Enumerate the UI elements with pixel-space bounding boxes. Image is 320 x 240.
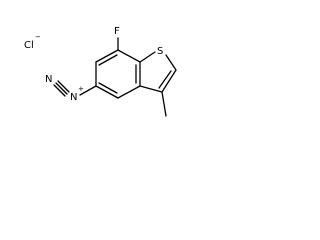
bond-c6-c7-inner (98, 54, 118, 66)
bond-c3-methyl (161, 91, 167, 117)
bond-c2-c3 (161, 69, 177, 93)
diazonium-n-terminal-label: N (45, 74, 52, 85)
diazonium-n-plus-label: N (70, 92, 77, 103)
diazonium-charge: + (78, 85, 84, 93)
bond-c6-c7 (95, 49, 119, 63)
bond-c5-n (79, 85, 97, 96)
bond-c7-c7a (117, 49, 141, 63)
bond-c7a-s (139, 51, 156, 63)
chloride-symbol: Cl (24, 40, 34, 51)
bond-c2-c3-inner (158, 70, 172, 89)
sulfur-label: S (157, 46, 163, 57)
bond-c3-c3a (139, 85, 163, 93)
bond-s-c2 (165, 54, 177, 71)
bond-c3a-c4 (117, 85, 141, 99)
bond-n-n-triple-2 (57, 80, 70, 93)
chloride-charge: − (35, 33, 41, 41)
bond-c4-c5 (95, 85, 119, 99)
fluorine-label: F (114, 26, 120, 37)
bond-n-n-triple-1 (55, 82, 68, 95)
chemical-structure-diagram: Cl − F S N + N (24, 26, 177, 117)
bond-c4-c5-inner (98, 82, 118, 94)
bond-n-n-triple-3 (53, 84, 66, 97)
